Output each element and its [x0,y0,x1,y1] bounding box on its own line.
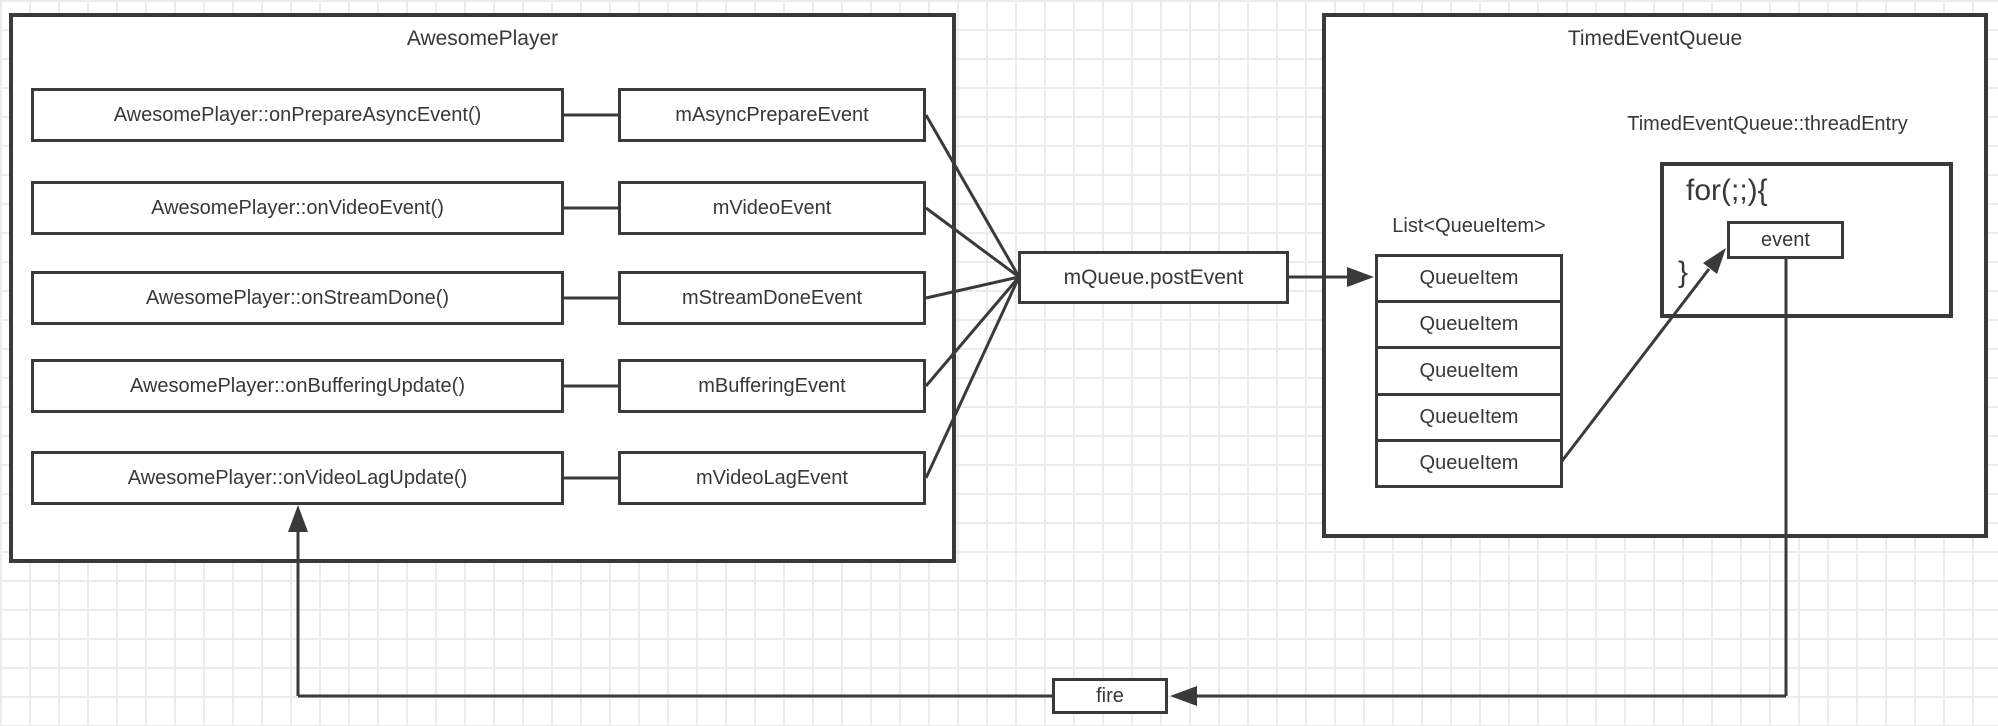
fire-box: fire [1052,678,1168,714]
queue-item-row: QueueItem [1378,257,1560,304]
event-member-box: mVideoEvent [618,181,926,235]
for-loop-open-text: for(;;){ [1686,174,1768,207]
queue-item-stack: QueueItem QueueItem QueueItem QueueItem … [1375,254,1563,488]
handler-box: AwesomePlayer::onStreamDone() [31,271,564,325]
queue-item-row: QueueItem [1378,396,1560,442]
timed-event-queue-title: TimedEventQueue [1567,27,1743,50]
event-member-box: mStreamDoneEvent [618,271,926,325]
event-member-box: mBufferingEvent [618,359,926,413]
event-member-box: mVideoLagEvent [618,451,926,505]
handler-box: AwesomePlayer::onVideoEvent() [31,181,564,235]
post-event-box: mQueue.postEvent [1018,251,1289,304]
queue-list-label: List<QueueItem> [1392,215,1546,237]
for-loop-close-text: } [1678,256,1689,289]
handler-box: AwesomePlayer::onVideoLagUpdate() [31,451,564,505]
queue-item-row: QueueItem [1378,303,1560,350]
queue-item-row: QueueItem [1419,451,1519,474]
event-member-box: mAsyncPrepareEvent [618,88,926,142]
event-box: event [1727,221,1844,259]
queue-item-row: QueueItem [1378,349,1560,396]
handler-box: AwesomePlayer::onBufferingUpdate() [31,359,564,413]
thread-entry-label: TimedEventQueue::threadEntry [1627,113,1908,135]
handler-box: AwesomePlayer::onPrepareAsyncEvent() [31,88,564,142]
awesome-player-title: AwesomePlayer [406,27,559,50]
